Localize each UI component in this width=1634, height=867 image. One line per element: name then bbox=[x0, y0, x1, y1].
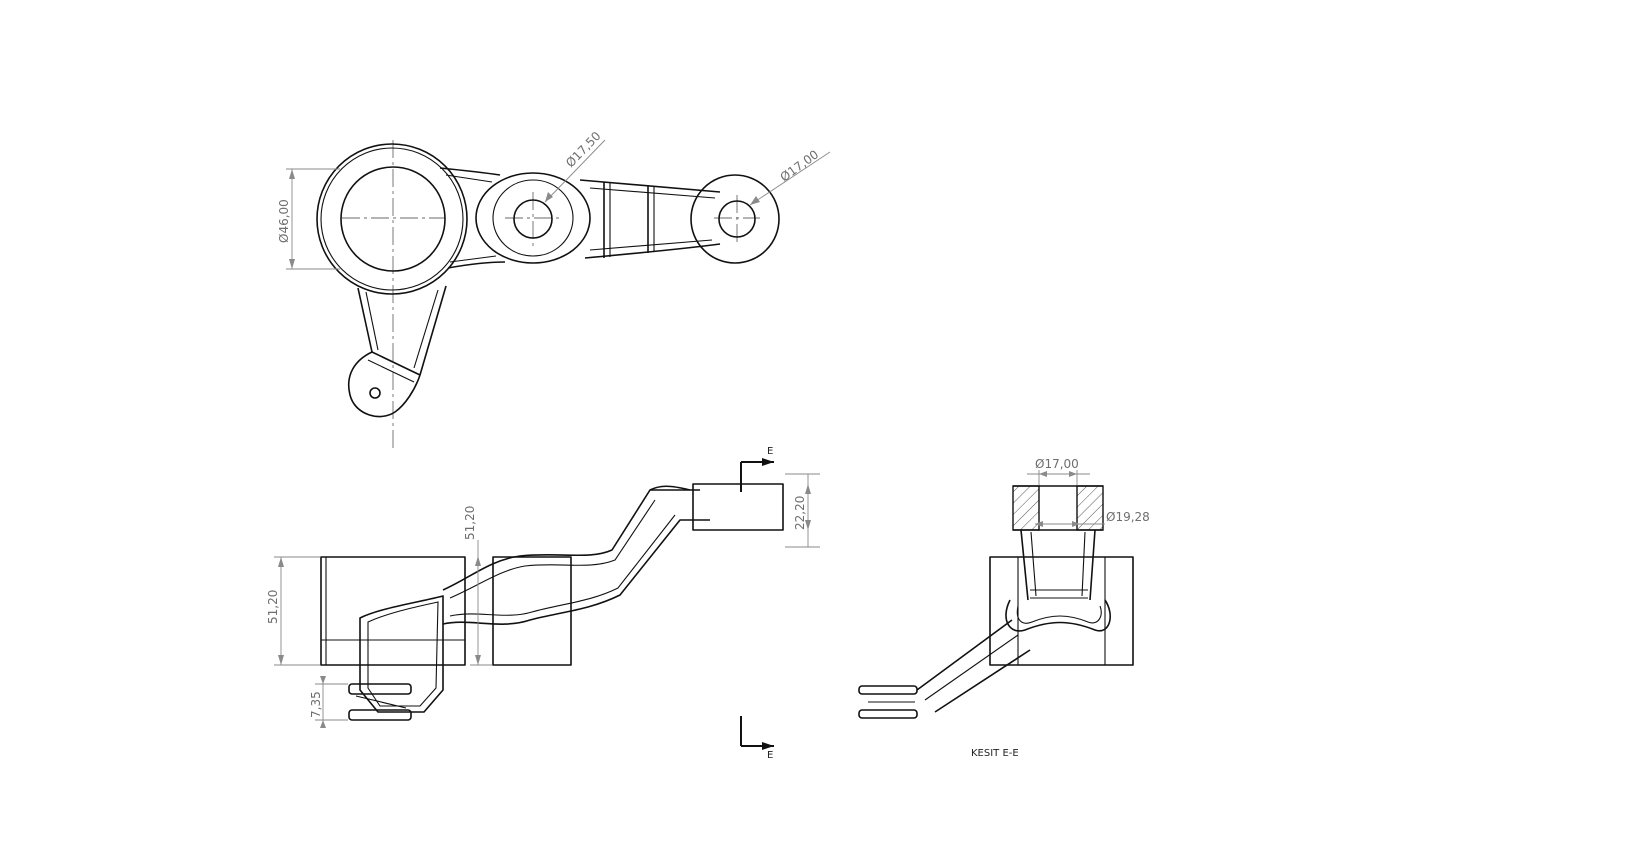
dim-1700-top-arrow bbox=[750, 196, 760, 205]
main-boss-outer bbox=[316, 143, 468, 295]
down-arm-inner-left bbox=[365, 291, 379, 351]
section-title: KESIT E-E bbox=[971, 748, 1019, 759]
arm-upper-edge bbox=[439, 167, 501, 176]
section-stem-left bbox=[1020, 529, 1029, 601]
long-arm-inner-upper bbox=[589, 187, 716, 199]
dim-735-arrow-top bbox=[320, 676, 326, 684]
main-boss-rim bbox=[320, 147, 464, 291]
dim-735-arrow-bottom bbox=[320, 720, 326, 728]
dim-5120-left-arrow-top bbox=[278, 557, 284, 567]
dim-5120-mid-arrow-bottom bbox=[475, 655, 481, 665]
long-arm-upper-edge bbox=[579, 179, 721, 193]
dim-1750-leader bbox=[544, 139, 606, 203]
dim-46-arrow-top bbox=[289, 169, 295, 179]
section-stem-inner-right bbox=[1081, 531, 1086, 597]
dim-section-1700-arrow-left bbox=[1039, 471, 1047, 477]
front-left-block bbox=[320, 556, 466, 666]
dim-46-arrow-bottom bbox=[289, 259, 295, 269]
section-fork-upper bbox=[858, 685, 918, 695]
section-diag-arm-mid bbox=[924, 634, 1019, 701]
dim-section-1700-arrow-right bbox=[1069, 471, 1077, 477]
mid-hole bbox=[513, 199, 553, 239]
tab-hole bbox=[369, 387, 381, 399]
dim-5120-mid-arrow-top bbox=[475, 556, 481, 566]
front-saddle bbox=[359, 595, 444, 713]
dim-1928-arrow-right bbox=[1072, 521, 1080, 527]
end-hole bbox=[718, 200, 756, 238]
front-tab-upper bbox=[348, 683, 412, 695]
section-diag-arm-upper bbox=[916, 619, 1013, 691]
dim-5120-left-arrow-bottom bbox=[278, 655, 284, 665]
arm-inner-edge-upper bbox=[445, 174, 493, 183]
down-arm-inner-right bbox=[413, 289, 439, 369]
mid-boss-outer bbox=[475, 172, 591, 264]
down-arm-cross-1 bbox=[371, 351, 421, 376]
front-arm-bend bbox=[649, 485, 691, 491]
front-arm-mid-1 bbox=[449, 499, 656, 599]
long-arm-inner-lower bbox=[589, 239, 713, 251]
front-arm-lower bbox=[442, 519, 710, 625]
dim-1700-top-leader bbox=[749, 151, 831, 206]
front-arm-upper bbox=[442, 489, 700, 591]
dim-2220-arrow-top bbox=[805, 484, 811, 494]
arm-lower-edge bbox=[447, 261, 506, 269]
arm-inner-edge-lower bbox=[449, 255, 497, 263]
front-saddle-inner bbox=[367, 601, 439, 707]
section-view: Ø17,00 Ø19,28 KESIT E-E bbox=[858, 457, 1150, 759]
section-bowl-inner bbox=[1016, 605, 1102, 624]
dim-5120-mid-label: 51,20 bbox=[463, 506, 477, 540]
section-marker-bottom: E bbox=[767, 750, 773, 761]
dim-2220-label: 22,20 bbox=[793, 496, 807, 530]
front-arm-mid-2 bbox=[449, 514, 676, 617]
end-eye-outer bbox=[690, 174, 780, 264]
section-marker-top: E bbox=[767, 446, 773, 457]
section-fork-lower bbox=[858, 709, 918, 719]
section-diag-arm-lower bbox=[934, 649, 1031, 713]
section-cut-bottom-arrowhead bbox=[762, 742, 774, 750]
section-top-boss-left bbox=[1012, 485, 1040, 531]
section-top-boss-right bbox=[1076, 485, 1104, 531]
down-arm-tab bbox=[348, 351, 421, 418]
section-cut-top-arrowhead bbox=[762, 458, 774, 466]
dim-section-1700-label: Ø17,00 bbox=[1035, 457, 1079, 471]
section-bowl bbox=[1005, 599, 1111, 632]
top-view: Ø46,00 Ø17,50 Ø17,00 bbox=[277, 129, 831, 452]
mid-boss-inner bbox=[492, 179, 574, 257]
dim-735-label: 7,35 bbox=[309, 691, 323, 718]
front-end-block bbox=[692, 483, 784, 531]
dim-1700-top-label: Ø17,00 bbox=[778, 147, 822, 184]
dim-46-label: Ø46,00 bbox=[277, 199, 291, 243]
dim-1750-label: Ø17,50 bbox=[563, 129, 604, 170]
down-arm-right-edge bbox=[419, 285, 447, 376]
section-stem-right bbox=[1089, 529, 1096, 601]
dim-1750-arrow bbox=[545, 192, 553, 202]
long-arm-lower-edge bbox=[584, 243, 721, 259]
down-arm-cross-2 bbox=[367, 359, 415, 383]
down-arm-left-edge bbox=[357, 287, 373, 353]
dim-1928-label: Ø19,28 bbox=[1106, 510, 1150, 524]
front-view: 51,20 51,20 22,20 7,35 E E bbox=[266, 446, 820, 761]
main-bore bbox=[340, 166, 446, 272]
front-tab-lower bbox=[348, 709, 412, 721]
dim-2220-arrow-bottom bbox=[805, 520, 811, 530]
dim-1928-arrow-left bbox=[1035, 521, 1043, 527]
front-tab-slot bbox=[355, 695, 407, 709]
dim-5120-left-label: 51,20 bbox=[266, 590, 280, 624]
section-stem-inner-left bbox=[1030, 531, 1037, 597]
section-base-block bbox=[989, 556, 1134, 666]
front-mid-block bbox=[492, 556, 572, 666]
